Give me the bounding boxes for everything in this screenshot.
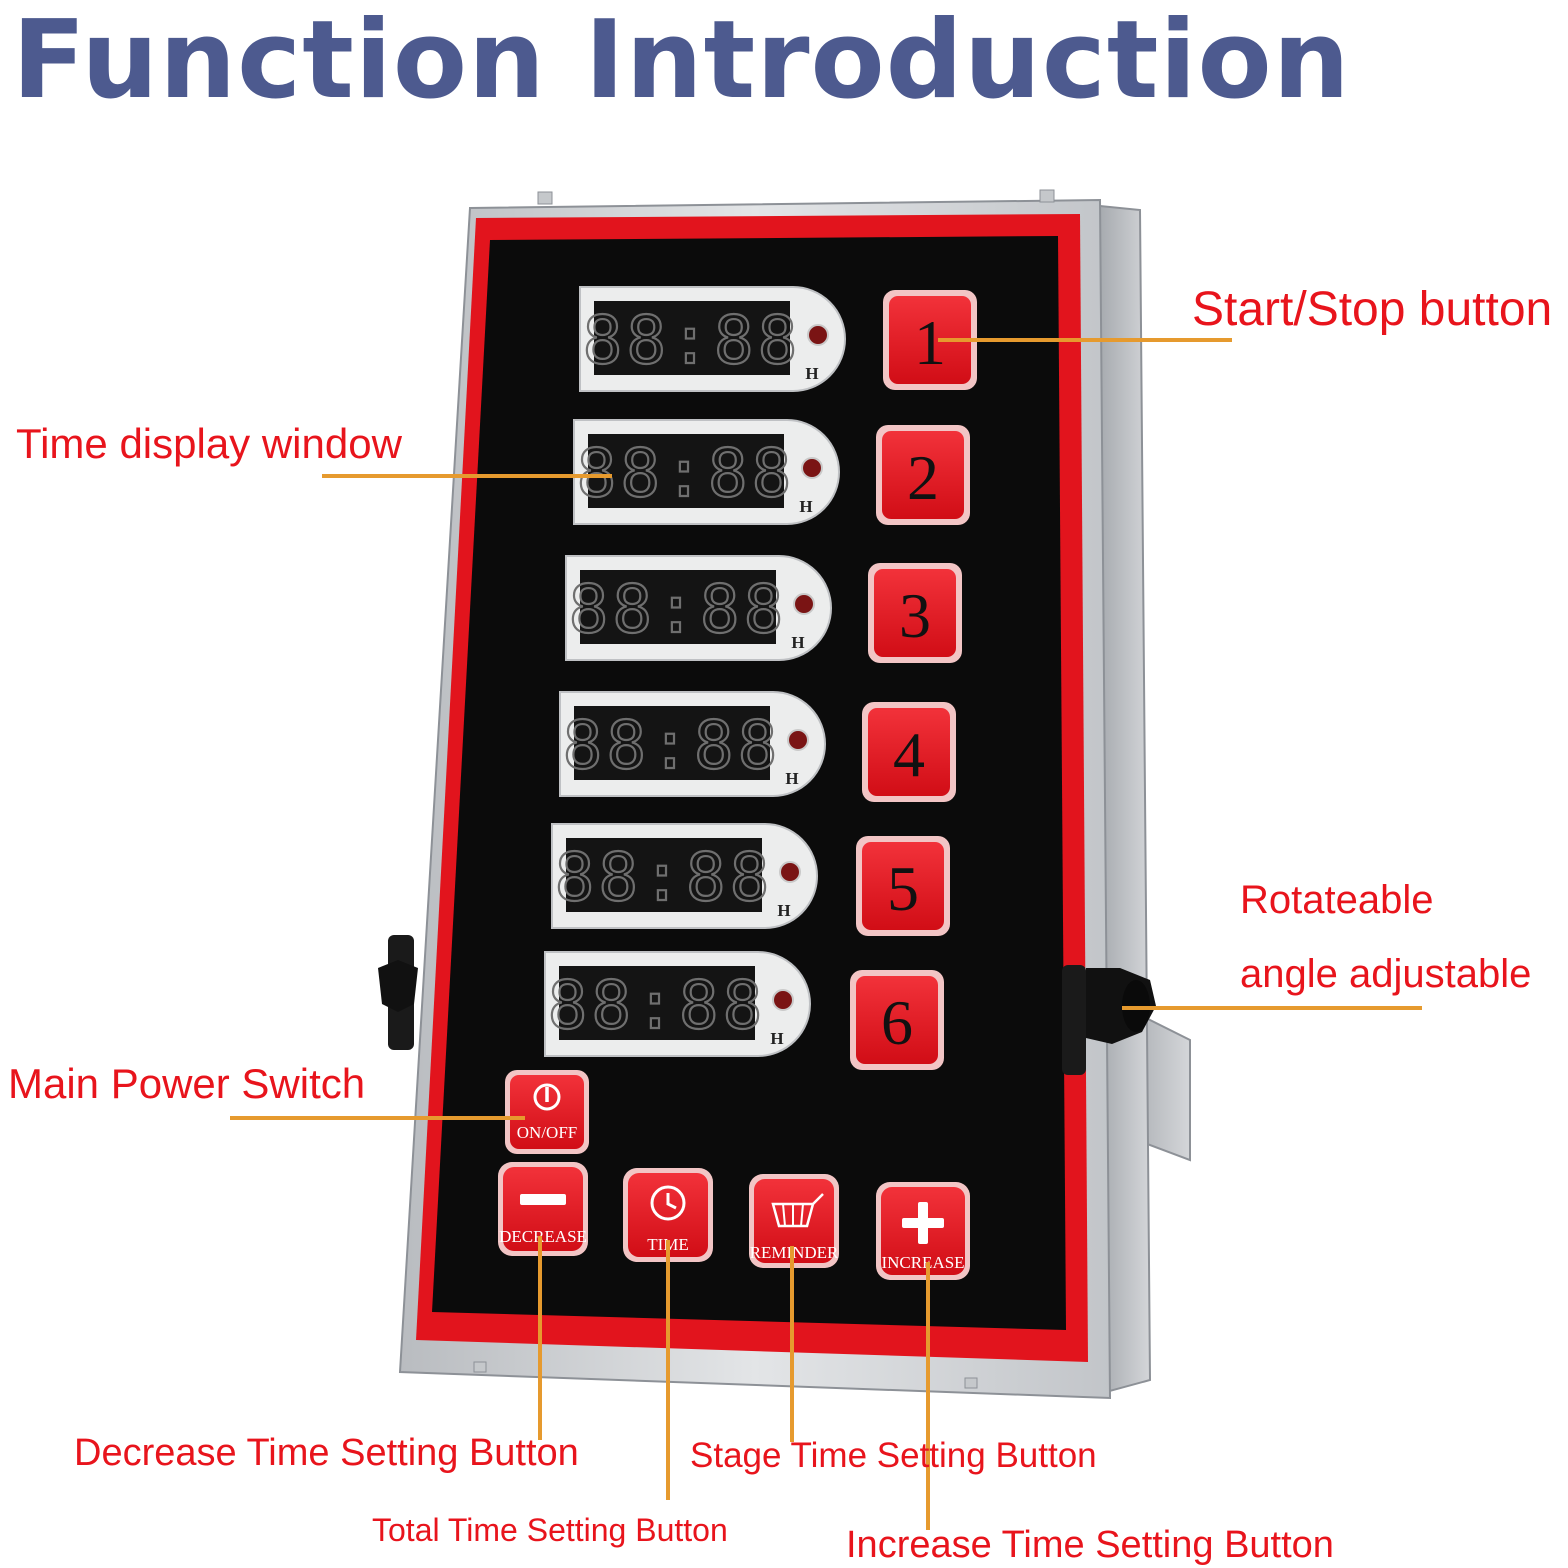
indicator-led [787,729,809,751]
start-stop-button-2[interactable]: 2 [876,425,970,525]
right-knob[interactable] [1062,965,1156,1075]
start-stop-button-3[interactable]: 3 [868,563,962,663]
start-stop-button-number: 1 [914,307,946,378]
power-icon [533,1083,561,1111]
start-stop-button-number: 3 [899,580,931,651]
bottom-foot-left [473,1361,487,1373]
time-display-digits: 88:88 [569,571,788,648]
page-title: Function Introduction [12,0,1351,123]
start-stop-button-number: 2 [907,442,939,513]
increase-button[interactable]: INCREASE [876,1182,970,1280]
top-tab-left [537,191,553,205]
start-stop-button-number: 6 [881,987,913,1058]
lcd-screen [588,434,784,508]
indicator-led [779,861,801,883]
hour-unit-label: H [791,633,804,652]
clock-icon [650,1185,686,1221]
decrease-button-label: DECREASE [499,1227,587,1246]
power-button-label: ON/OFF [517,1123,577,1142]
power-button[interactable]: ON/OFF [505,1070,589,1154]
top-tab-right [1039,189,1055,203]
lcd-screen [580,570,776,644]
time-display-digits: 88:88 [577,435,796,512]
hour-unit-label: H [799,497,812,516]
lcd-screen [574,706,770,780]
indicator-led [772,989,794,1011]
left-knob[interactable] [378,935,418,1050]
lcd-screen [594,301,790,375]
decrease-label: Decrease Time Setting Button [74,1432,579,1474]
time-button[interactable]: TIME [623,1168,713,1262]
basket-icon [771,1193,824,1228]
indicator-led [793,593,815,615]
total-label: Total Time Setting Button [372,1512,728,1548]
lcd-screen [566,838,762,912]
time-display-digits: 88:88 [583,302,802,379]
hour-unit-label: H [785,769,798,788]
indicator-led [807,324,829,346]
indicator-led [801,457,823,479]
start-stop-button-6[interactable]: 6 [850,970,944,1070]
hour-unit-label: H [777,901,790,920]
time-display-digits: 88:88 [548,967,767,1044]
minus-icon [520,1194,566,1205]
start-stop-button-1[interactable]: 1 [883,290,977,390]
time-display-label: Time display window [16,420,402,467]
hour-unit-label: H [770,1029,783,1048]
increase-button-label: INCREASE [881,1253,964,1272]
lcd-screen [559,966,755,1040]
start-stop-button-number: 5 [887,853,919,924]
main-power-label: Main Power Switch [8,1060,366,1107]
decrease-button[interactable]: DECREASE [498,1162,588,1256]
bottom-foot-right [964,1377,978,1389]
reminder-button-label: REMINDER [750,1243,839,1262]
hour-unit-label: H [805,364,818,383]
increase-label: Increase Time Setting Button [846,1524,1334,1566]
reminder-button[interactable]: REMINDER [749,1174,839,1268]
start-stop-button-5[interactable]: 5 [856,836,950,936]
rotateable-label-line1: Rotateable [1240,878,1434,922]
start-stop-label: Start/Stop button [1192,283,1553,336]
leader-lines [230,338,1422,1530]
stage-label: Stage Time Setting Button [690,1436,1097,1475]
time-display-digits: 88:88 [563,707,782,784]
plus-icon [902,1202,944,1244]
start-stop-button-number: 4 [893,719,925,790]
rotateable-label-line2: angle adjustable [1240,952,1532,996]
time-display-digits: 88:88 [555,839,774,916]
start-stop-button-4[interactable]: 4 [862,702,956,802]
